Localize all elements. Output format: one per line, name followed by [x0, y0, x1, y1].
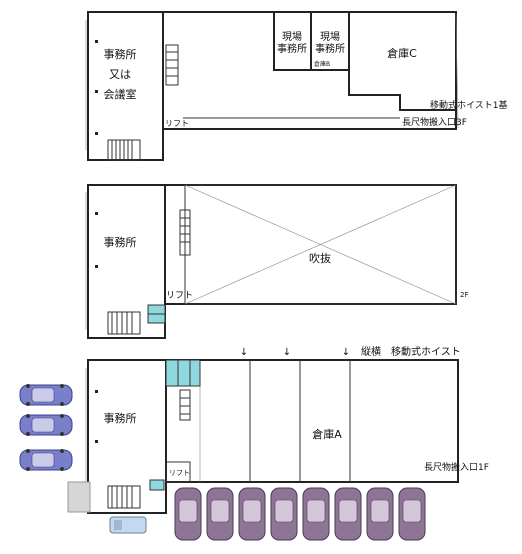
van-window — [114, 520, 122, 530]
car-bottom-3 — [238, 487, 266, 541]
car-left-1 — [19, 384, 73, 406]
f2-atrium-label: 吹抜 — [309, 251, 331, 265]
f3-stair-2 — [165, 44, 179, 86]
floor-1 — [67, 359, 459, 514]
f1-arrow-1: ↓ — [240, 347, 248, 358]
car-left-3 — [19, 449, 73, 471]
car-bottom-5 — [302, 487, 330, 541]
f2-atrium-diagonal-2 — [184, 184, 457, 305]
van — [109, 516, 147, 534]
f2-atrium-box — [184, 184, 457, 305]
f1-office-label: 事務所 — [104, 411, 137, 425]
f3-lift-label: リフト — [165, 119, 189, 128]
f3-meeting-label: 会議室 — [104, 87, 137, 101]
car-bottom-7 — [366, 487, 394, 541]
f1-lift-label: リフト — [169, 469, 190, 477]
f3-or-label: 又は — [109, 68, 131, 81]
f2-floor-tag: 2F — [460, 291, 468, 299]
f3-office-label: 事務所 — [104, 47, 137, 61]
f2-stair-2 — [107, 311, 141, 335]
f3-warehouse-c-wall — [348, 12, 456, 111]
f1-restroom — [165, 359, 201, 387]
f1-lift-box — [165, 461, 191, 483]
car-bottom-2 — [206, 487, 234, 541]
parked-cars-bottom — [174, 487, 426, 541]
f2-lift-label: リフト — [166, 291, 193, 301]
f2-office-label: 事務所 — [104, 235, 137, 249]
f2-stair — [179, 209, 191, 256]
f1-long-entry-label: 長尺物搬入口1F — [424, 461, 489, 473]
car-bottom-4 — [270, 487, 298, 541]
f1-warehouse-wall — [165, 359, 459, 483]
f1-stair-2 — [107, 485, 141, 509]
f1-stair — [179, 389, 191, 421]
floor-2 — [85, 184, 457, 339]
car-bottom-6 — [334, 487, 362, 541]
f1-arrow-2: ↓ — [283, 347, 291, 358]
f3-site-office-2-top: 現場 — [320, 30, 340, 43]
parked-cars-left — [19, 384, 73, 471]
f3-hoist-label: 移動式ホイスト1基 — [430, 99, 507, 111]
floor-3 — [85, 11, 459, 161]
f1-entry — [149, 479, 165, 491]
f3-office-block-wall — [87, 11, 164, 161]
f1-warehouse-a-label: 倉庫A — [312, 427, 342, 441]
f1-entrance-pad — [67, 481, 91, 513]
f3-site-office-2-bottom: 事務所 — [315, 42, 345, 55]
f3-warehouse-b-label: 倉庫B — [314, 60, 330, 68]
f3-warehouse-c-label: 倉庫C — [387, 46, 417, 60]
car-bottom-1 — [174, 487, 202, 541]
car-left-2 — [19, 414, 73, 436]
f3-long-entry-label: 長尺物搬入口3F — [402, 116, 467, 128]
f1-arrow-3: ↓ — [342, 347, 350, 358]
f3-site-office-1-top: 現場 — [282, 30, 302, 43]
f1-hoist-label: 縦横 移動式ホイスト — [361, 345, 461, 358]
car-bottom-8 — [398, 487, 426, 541]
f3-site-office-1-bottom: 事務所 — [277, 42, 307, 55]
f2-main-hall-wall — [164, 184, 457, 305]
